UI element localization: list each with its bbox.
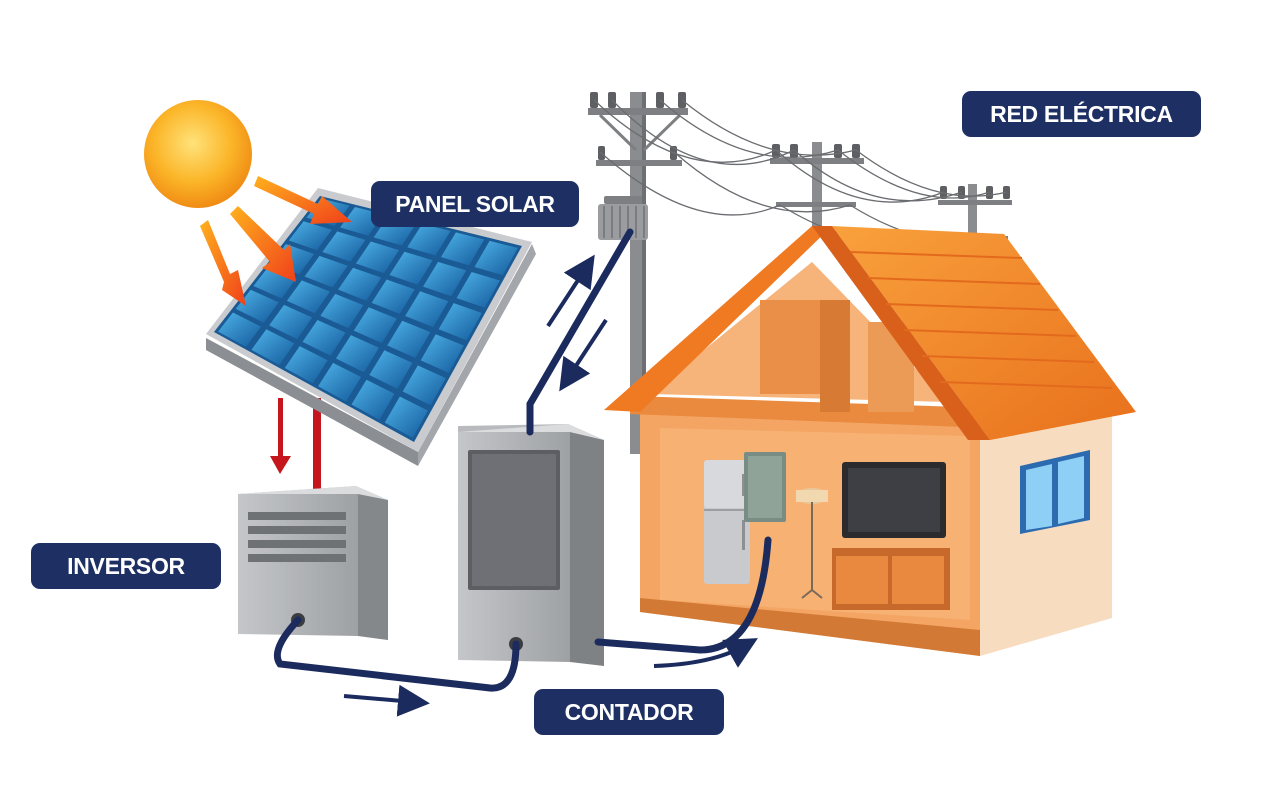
solar-cell [355, 241, 400, 274]
solar-cell [286, 280, 330, 314]
solar-cell [423, 261, 467, 297]
cables [273, 228, 772, 692]
solar-cell [335, 335, 380, 373]
solar-cell [351, 379, 395, 420]
solar-cell [235, 289, 279, 323]
solar-cell [405, 291, 449, 328]
solar-cell [322, 231, 366, 262]
solar-cell [251, 329, 295, 366]
house-icon [604, 226, 1136, 656]
power-lines [593, 99, 1008, 245]
solar-cell [420, 334, 464, 373]
solar-cell [302, 319, 346, 356]
solar-cell [284, 346, 328, 384]
solar-cell [269, 304, 313, 340]
flow-arrows [343, 254, 758, 717]
panel-solar-label: PANEL SOLAR [371, 181, 579, 227]
power-pole-icon [770, 142, 864, 232]
solar-cell [389, 251, 433, 285]
solar-cell [338, 267, 382, 301]
solar-cell [407, 223, 451, 256]
sun-icon [144, 100, 252, 208]
inverter-icon [238, 486, 388, 640]
solar-cell [288, 221, 332, 251]
solar-cell [353, 307, 397, 344]
solar-cell [369, 350, 413, 389]
meter-icon [458, 424, 604, 666]
solar-cell [387, 320, 431, 358]
solar-cell [438, 303, 482, 341]
solar-cell [402, 365, 446, 406]
solar-cell [474, 240, 518, 276]
solar-cell [318, 362, 362, 402]
solar-cell [371, 279, 415, 314]
solar-cell [304, 255, 348, 288]
solar-cell [320, 293, 364, 329]
solar-cell [456, 271, 500, 308]
dc-flow-arrow [270, 398, 291, 474]
sun-ray-arrow [200, 176, 352, 306]
contador-label: CONTADOR [534, 689, 724, 735]
solar-cell [384, 396, 428, 438]
solar-cell [218, 312, 261, 347]
inversor-label: INVERSOR [31, 543, 221, 589]
solar-cell [440, 232, 485, 266]
red-electrica-label: RED ELÉCTRICA [962, 91, 1201, 137]
